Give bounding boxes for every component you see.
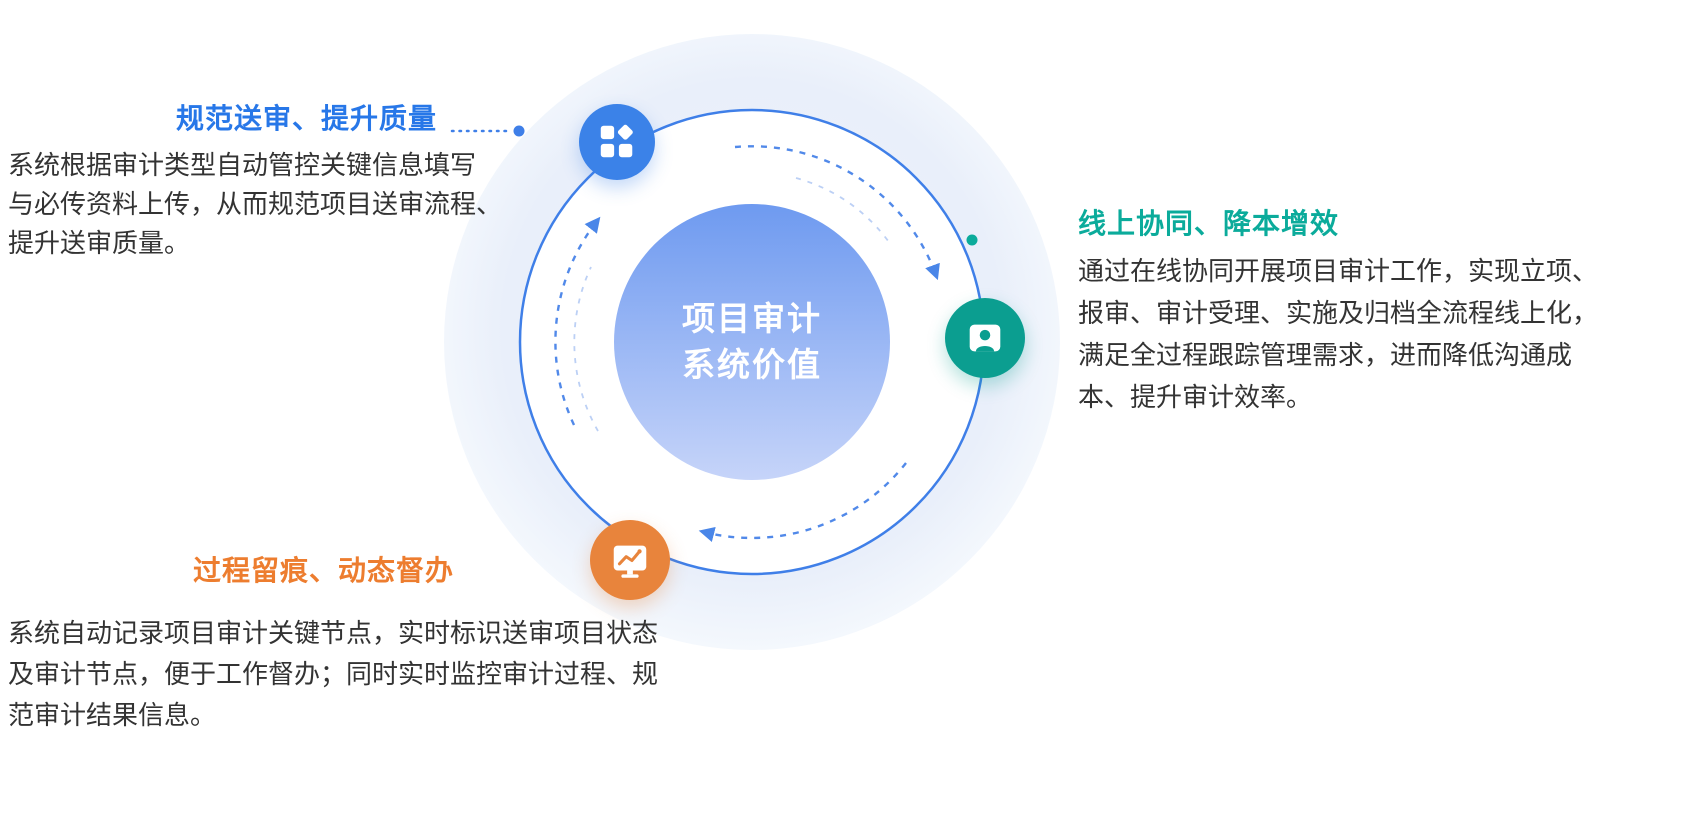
feature-trace-body: 系统自动记录项目审计关键节点，实时标识送审项目状态 及审计节点，便于工作督办；同… [8, 618, 659, 730]
feature-standardize-body: 系统根据审计类型自动管控关键信息填写 与必传资料上传，从而规范项目送审流程、 提… [8, 150, 503, 258]
flow-arrow-bottom [698, 462, 907, 543]
feature-trace-title: 过程留痕、动态督办 [193, 555, 455, 586]
feature-standardize-title: 规范送审、提升质量 [176, 103, 438, 134]
dashboard-grid-icon [600, 124, 633, 158]
collaborate-icon-badge [945, 298, 1025, 378]
leader-dot-blue [513, 125, 525, 137]
feature-collaborate-body: 通过在线协同开展项目审计工作，实现立项、 报审、审计受理、实施及归档全流程线上化… [1078, 256, 1599, 412]
trace-icon-badge [590, 520, 670, 600]
center-title: 项目审计 系统价值 [682, 300, 822, 383]
monitor-chart-icon [613, 545, 647, 578]
standardize-icon-badge [579, 104, 655, 180]
flow-arrow-left [554, 216, 601, 426]
flow-arc-faint-top [795, 177, 892, 246]
leader-dot-teal [966, 234, 978, 246]
contact-card-icon [969, 324, 1001, 352]
feature-collaborate-title: 线上协同、降本增效 [1078, 208, 1340, 239]
center-circle [614, 204, 890, 480]
flow-arc-faint-left [573, 266, 599, 432]
flow-arrow-top [734, 145, 940, 281]
